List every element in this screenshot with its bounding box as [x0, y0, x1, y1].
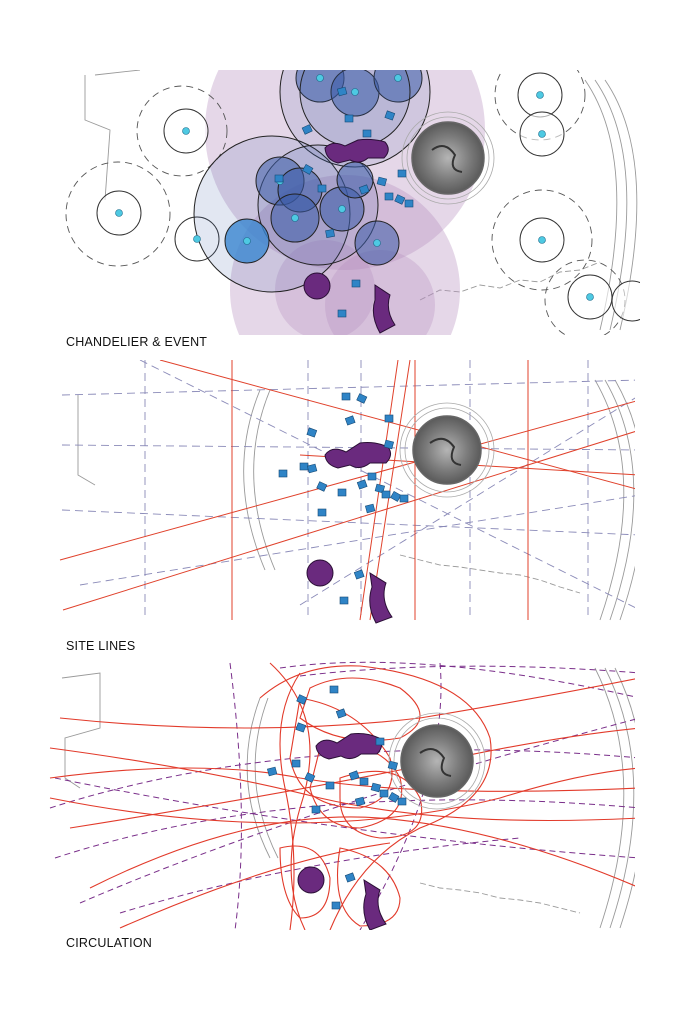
fountain-icon [401, 111, 495, 205]
event-blob-icon [297, 733, 387, 930]
site-lines-red [59, 360, 635, 621]
caption-site-lines: SITE LINES [66, 639, 136, 653]
seat-marker-icon [266, 685, 407, 910]
seat-marker-icon [278, 392, 409, 605]
chandelier-cluster-top [279, 70, 431, 168]
panel-site-lines: SITE LINES [0, 355, 683, 655]
event-blob-icon [303, 138, 396, 334]
circulation-red-paths [49, 662, 635, 930]
fountain-icon [399, 402, 495, 498]
chandelier-event-plan [65, 70, 640, 335]
event-blob-icon [306, 442, 393, 624]
chandelier-dots [115, 74, 594, 301]
chandelier-cluster-bottom [193, 135, 400, 293]
caption-circulation: CIRCULATION [66, 936, 153, 950]
fountain-icon [388, 712, 486, 810]
site-lines-plan [59, 360, 635, 624]
context-linework [61, 667, 635, 929]
panel-circulation: CIRCULATION [0, 658, 683, 958]
circulation-purple-paths [49, 661, 635, 930]
caption-chandelier-event: CHANDELIER & EVENT [66, 335, 208, 349]
seat-marker-icon [274, 86, 414, 318]
panel-chandelier-event: CHANDELIER & EVENT [0, 0, 683, 350]
circulation-plan [49, 661, 635, 930]
context-linework [77, 379, 635, 621]
site-lines-violet [61, 360, 635, 620]
